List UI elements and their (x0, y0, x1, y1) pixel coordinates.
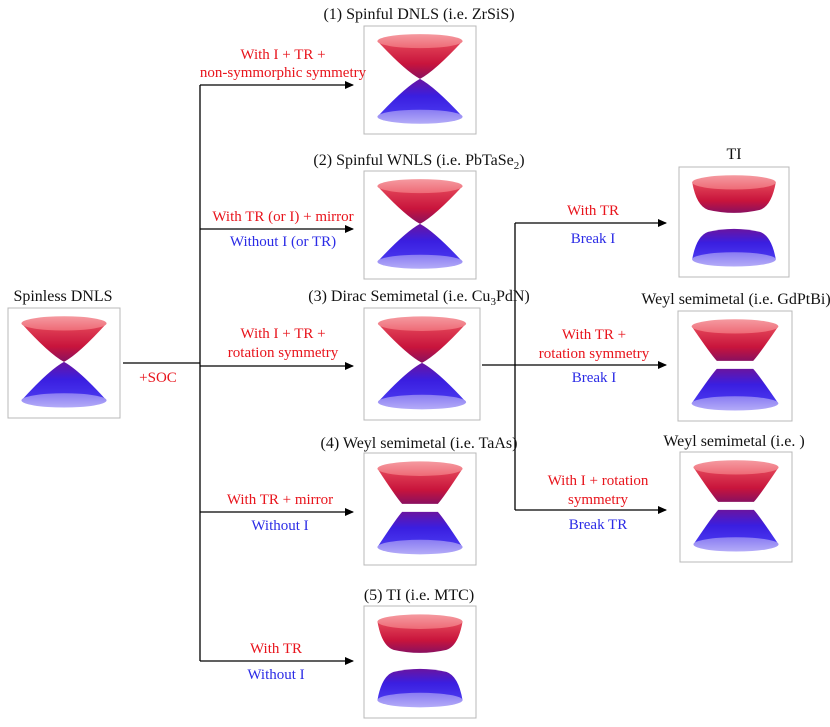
branch-3-condition-line-2: rotation symmetry (228, 345, 339, 361)
sub-branch-2-band-panel-conduction-cap (691, 319, 779, 334)
branch-1: (1) Spinful DNLS (i.e. ZrSiS) With I + T… (200, 6, 515, 135)
branch-5-title: (5) TI (i.e. MTC) (364, 587, 474, 604)
branch-3-band-panel (363, 307, 481, 421)
branch-2-condition-red: With TR (or I) + mirror (212, 209, 353, 225)
branch-4-condition-red: With TR + mirror (227, 492, 333, 508)
sub-branch-2: Weyl semimetal (i.e. GdPtBi) With TR + r… (539, 291, 830, 422)
branch-5: (5) TI (i.e. MTC) With TR Without I (247, 587, 477, 719)
root-band-panel-conduction-band (21, 323, 107, 362)
sub-branch-1-band-panel-valence-cap (692, 252, 776, 267)
branch-1-band-panel-valence-band (377, 78, 463, 117)
branch-4-band-panel-valence-cap (377, 539, 463, 555)
branch-3-band-panel-valence-band (377, 362, 467, 403)
branch-1-band-panel-valence-cap (377, 109, 463, 124)
branch-1-band-panel-conduction-cap (377, 34, 463, 49)
branch-3-band-panel-valence-cap (377, 394, 467, 410)
branch-4-band-panel-valence-band (377, 511, 463, 548)
root-title: Spinless DNLS (13, 288, 112, 305)
sub-branch-3-band-panel-valence-cap (693, 537, 779, 552)
sub-branch-3-band-panel-conduction-cap (693, 460, 779, 475)
sub-branch-2-title: Weyl semimetal (i.e. GdPtBi) (641, 291, 830, 308)
sub-branch-3-band-panel (679, 451, 793, 563)
branch-1-band-panel (363, 25, 477, 135)
sub-branch-2-condition-line-1: With TR + (562, 327, 626, 343)
branch-2: (2) Spinful WNLS (i.e. PbTaSe2) With TR … (212, 152, 525, 280)
root-band-panel-conduction-cap (21, 316, 107, 331)
branch-5-condition-red: With TR (250, 641, 302, 657)
connector-lines (123, 81, 667, 665)
branch-4: (4) Weyl semimetal (i.e. TaAs) With TR +… (227, 435, 518, 566)
sub-branch-1-band-panel-conduction-cap (692, 175, 776, 190)
sub-branch-3-band-panel-valence-band (693, 509, 779, 545)
sub-branch-2-condition-line-2: rotation symmetry (539, 346, 650, 362)
branch-4-condition-blue: Without I (251, 518, 308, 534)
branch-4-title: (4) Weyl semimetal (i.e. TaAs) (321, 435, 518, 452)
sub-branch-1-title: TI (726, 146, 741, 163)
branch-2-condition-blue: Without I (or TR) (230, 234, 336, 250)
branch-2-band-panel-valence-cap (377, 254, 463, 269)
sub-branch-1: TI With TR Break I (567, 146, 790, 278)
sub-branch-1-condition-blue: Break I (571, 231, 616, 247)
sub-branch-1-condition-red: With TR (567, 203, 619, 219)
sub-branch-1-band-panel-conduction-band (692, 182, 776, 213)
branch-5-band-panel-conduction-cap (377, 614, 463, 629)
sub-branch-2-condition-blue: Break I (572, 370, 617, 386)
sub-branch-2-band-panel (677, 310, 793, 422)
branch-5-band-panel-conduction-band (377, 621, 463, 653)
sub-branch-2-band-panel-valence-cap (691, 396, 779, 411)
sub-branch-3-condition-blue: Break TR (569, 517, 627, 533)
branch-3: (3) Dirac Semimetal (i.e. Cu3PdN) With I… (228, 288, 530, 421)
branch-2-band-panel (363, 170, 477, 280)
branch-5-band-panel (363, 605, 477, 719)
sub-branch-2-band-panel-gap-ring (716, 361, 754, 369)
branch-4-band-panel-conduction-band (377, 468, 463, 504)
branch-4-band-panel-gap-ring (402, 504, 438, 512)
sub-branch-3-condition-line-2: symmetry (568, 492, 628, 508)
branch-5-band-panel-valence-cap (377, 692, 463, 708)
root-band-panel-valence-band (21, 361, 107, 401)
sub-branch-2-band-panel-conduction-band (691, 326, 779, 361)
root-node: Spinless DNLS +SOC (7, 288, 177, 419)
branch-1-condition-line-2: non-symmorphic symmetry (200, 65, 367, 81)
branch-5-condition-blue: Without I (247, 667, 304, 683)
branch-2-band-panel-conduction-cap (377, 179, 463, 194)
branch-1-title: (1) Spinful DNLS (i.e. ZrSiS) (323, 6, 514, 23)
soc-label: +SOC (139, 370, 177, 386)
sub-branch-3-band-panel-gap-ring (718, 502, 754, 510)
branch-3-title: (3) Dirac Semimetal (i.e. Cu3PdN) (308, 288, 529, 308)
branch-5-band-panel-valence-band (377, 668, 463, 701)
root-band-panel (7, 307, 121, 419)
sub-branch-1-band-panel-valence-band (692, 228, 776, 260)
branch-3-band-panel-conduction-band (377, 323, 467, 363)
sub-branch-3-condition-line-1: With I + rotation (548, 473, 649, 489)
sub-branch-3-band-panel-conduction-band (693, 467, 779, 502)
sub-branch-2-band-panel-valence-band (691, 368, 779, 404)
sub-branch-3: Weyl semimetal (i.e. ) With I + rotation… (548, 433, 805, 563)
branch-4-band-panel (363, 452, 477, 566)
branch-3-condition-line-1: With I + TR + (240, 326, 325, 342)
branch-3-band-panel-conduction-cap (377, 316, 467, 331)
branch-2-band-panel-valence-band (377, 223, 463, 262)
branch-4-band-panel-conduction-cap (377, 461, 463, 476)
sub-branch-1-band-panel (678, 166, 790, 278)
sub-branch-3-title: Weyl semimetal (i.e. ) (663, 433, 804, 450)
root-band-panel-valence-cap (21, 393, 107, 408)
branch-2-band-panel-conduction-band (377, 186, 463, 224)
branch-1-condition-line-1: With I + TR + (240, 47, 325, 63)
branch-1-band-panel-conduction-band (377, 41, 463, 79)
branch-2-title: (2) Spinful WNLS (i.e. PbTaSe2) (313, 152, 524, 172)
